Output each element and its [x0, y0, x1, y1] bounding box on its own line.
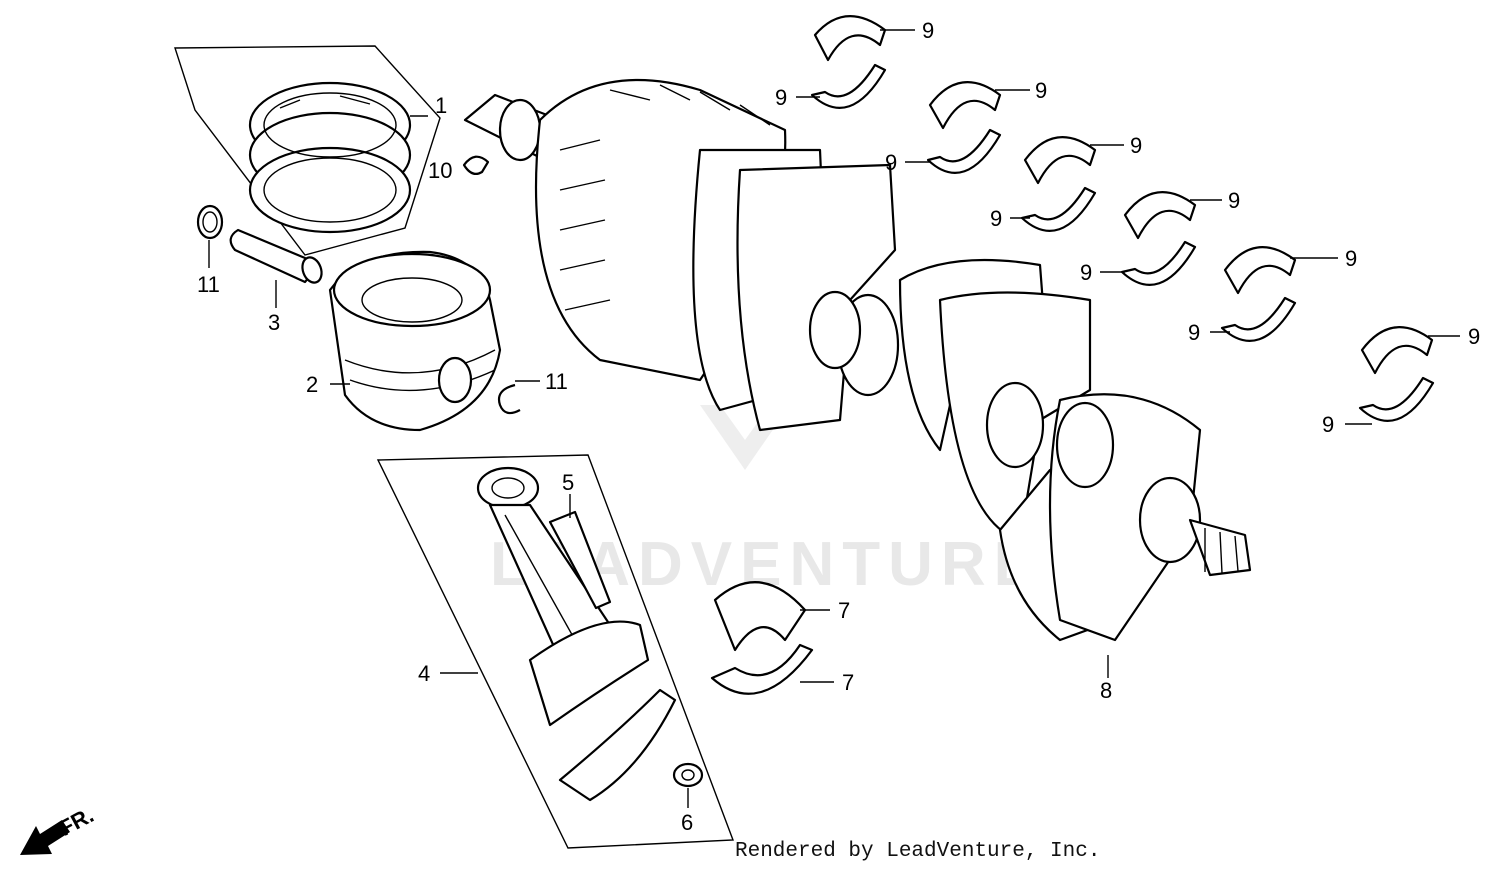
callout-7-upper: 7	[838, 598, 850, 623]
crankshaft[interactable]	[463, 78, 1252, 642]
callout-9: 9	[1322, 412, 1334, 437]
callout-9: 9	[990, 206, 1002, 231]
main-bearing-pair-5[interactable]	[1220, 246, 1297, 342]
callout-10: 10	[428, 158, 452, 183]
callout-9: 9	[1130, 133, 1142, 158]
main-bearing-pair-6[interactable]	[1358, 326, 1435, 422]
callout-2: 2	[306, 372, 318, 397]
callout-5: 5	[562, 470, 574, 495]
connecting-rod-set[interactable]	[376, 454, 734, 849]
piston-pin-clip-left[interactable]	[196, 204, 224, 240]
callout-8: 8	[1100, 678, 1112, 703]
callout-6: 6	[681, 810, 693, 835]
footer-credit: Rendered by LeadVenture, Inc.	[735, 840, 1101, 863]
callout-labels: 1 10 11 3 2 11 5 4 6 7 7 8 9 9 9 9 9 9 9…	[197, 18, 1480, 835]
piston[interactable]	[328, 250, 502, 432]
piston-ring-set[interactable]	[174, 45, 441, 256]
callout-9: 9	[1228, 188, 1240, 213]
callout-9: 9	[1345, 246, 1357, 271]
callout-3: 3	[268, 310, 280, 335]
callout-9: 9	[1080, 260, 1092, 285]
main-bearing-pair-3[interactable]	[1020, 136, 1097, 232]
callout-9: 9	[1468, 324, 1480, 349]
callout-9: 9	[775, 85, 787, 110]
callout-9: 9	[1035, 78, 1047, 103]
crankpin-bearing-lower[interactable]	[710, 643, 814, 695]
callout-9: 9	[922, 18, 934, 43]
main-bearing-pair-4[interactable]	[1120, 191, 1197, 286]
main-bearing-pair-1[interactable]	[810, 15, 887, 109]
callout-4: 4	[418, 661, 430, 686]
callout-7-lower: 7	[842, 670, 854, 695]
piston-pin-clip-right[interactable]	[497, 383, 521, 415]
piston-pin[interactable]	[229, 228, 325, 285]
leader-lines	[208, 29, 1460, 808]
callout-11-left: 11	[197, 272, 220, 297]
callout-9: 9	[885, 150, 897, 175]
front-direction-arrow: FR.	[20, 802, 98, 855]
callout-9: 9	[1188, 320, 1200, 345]
main-bearing-pair-2[interactable]	[926, 81, 1002, 174]
callout-1: 1	[435, 93, 447, 118]
arrow-icon	[20, 820, 70, 855]
woodruff-key[interactable]	[462, 155, 490, 175]
callout-11-right: 11	[545, 369, 568, 394]
